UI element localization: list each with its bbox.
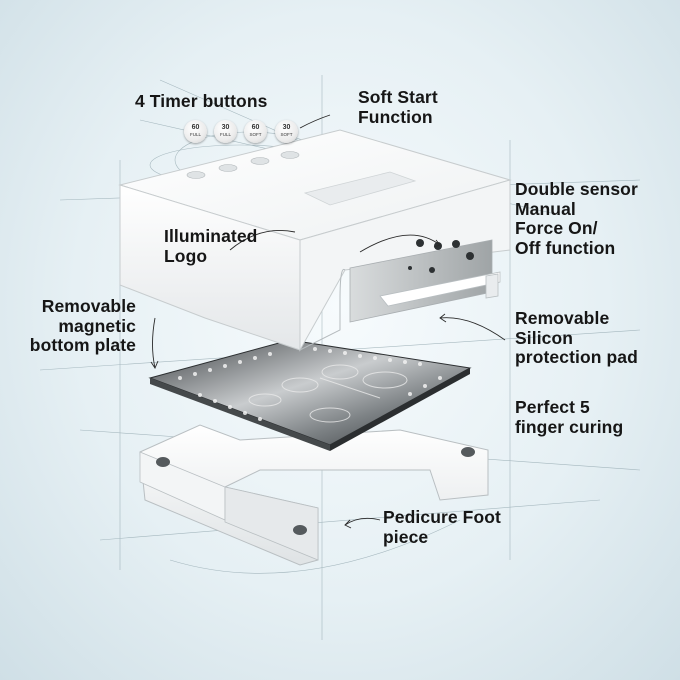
timer-button-30-soft[interactable]: 30 SOFT [275,120,298,143]
timer-button-30-full[interactable]: 30 FULL [214,120,237,143]
timer-button-value: 60 [191,124,200,131]
label-soft-start: Soft Start Function [358,87,438,127]
label-finger-curing: Perfect 5 finger curing [515,397,624,437]
label-timer-buttons: 4 Timer buttons [135,91,268,111]
timer-button-60-soft[interactable]: 60 SOFT [244,120,267,143]
timer-button-mode: FULL [219,132,231,137]
timer-button-mode: SOFT [280,132,293,137]
timer-button-mode: FULL [189,132,201,137]
magnetic-bottom-plate [148,339,472,451]
arrow-icon [150,114,506,529]
timer-button-value: 60 [251,124,260,131]
timer-button-value: 30 [282,124,291,131]
label-double-sensor: Double sensor Manual Force On/ Off funct… [515,179,638,258]
timer-button-value: 30 [221,124,230,131]
label-illuminated-logo: Illuminated Logo [164,226,258,266]
timer-button-mode: SOFT [249,132,262,137]
label-pedicure-piece: Pedicure Foot piece [383,507,501,547]
timer-button-60-full[interactable]: 60 FULL [184,120,207,143]
silicon-protection-pad [379,271,501,307]
label-bottom-plate: Removable magnetic bottom plate [29,296,136,355]
label-silicon-pad: Removable Silicon protection pad [515,308,638,367]
